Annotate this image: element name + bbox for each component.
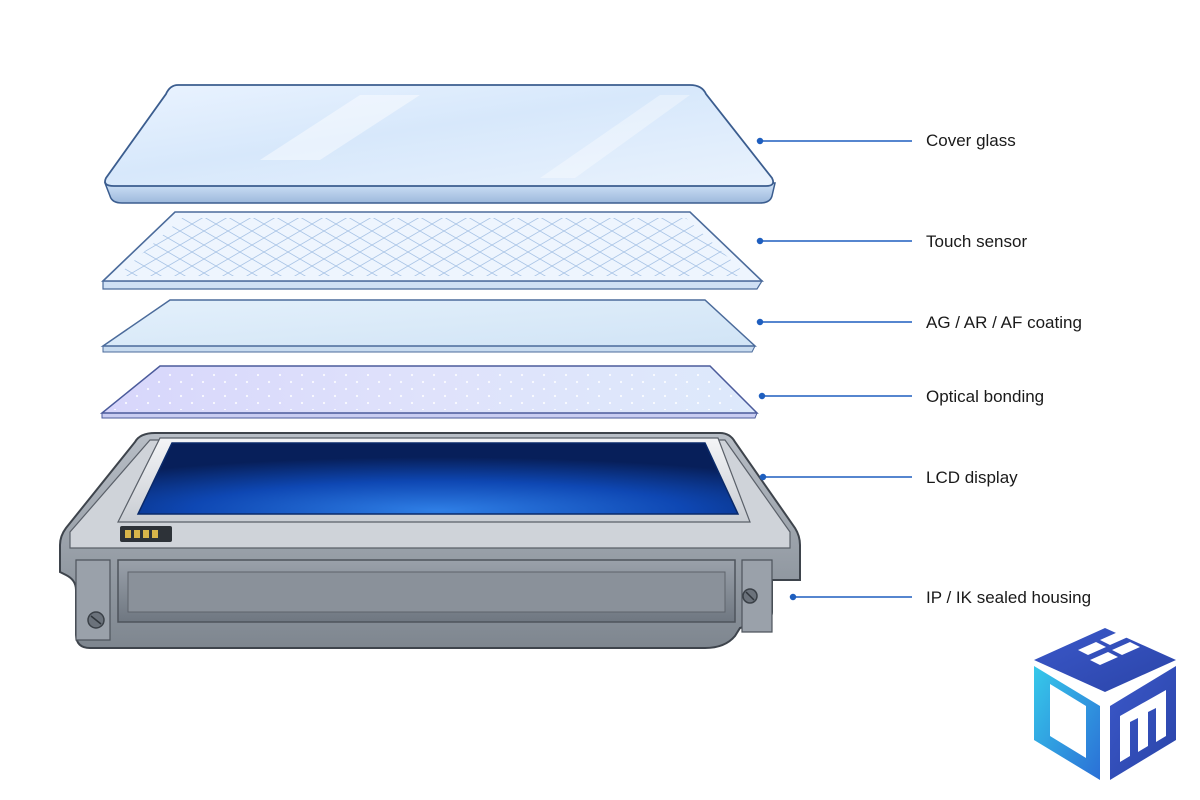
leader-dot-lcd-display	[759, 473, 767, 481]
label-lcd-display: LCD display	[926, 468, 1018, 487]
label-housing: IP / IK sealed housing	[926, 588, 1092, 607]
optical-bonding-layer	[99, 365, 759, 419]
label-touch-sensor: Touch sensor	[926, 232, 1028, 251]
label-optical-bonding: Optical bonding	[926, 387, 1045, 406]
leader-lines	[756, 137, 912, 601]
label-cover-glass: Cover glass	[926, 131, 1016, 150]
touch-sensor-layer	[101, 211, 764, 290]
leader-dot-cover-glass	[756, 137, 764, 145]
lcd-display-layer	[136, 442, 740, 515]
leader-dot-touch-sensor	[756, 237, 764, 245]
label-coating: AG / AR / AF coating	[926, 313, 1082, 332]
leader-dot-optical-bonding	[758, 392, 766, 400]
leader-dot-coating	[756, 318, 764, 326]
cube-window-logo-icon	[1034, 628, 1176, 780]
leader-dot-housing	[789, 593, 797, 601]
cover-glass-layer	[103, 84, 776, 204]
coating-layer	[100, 299, 757, 353]
